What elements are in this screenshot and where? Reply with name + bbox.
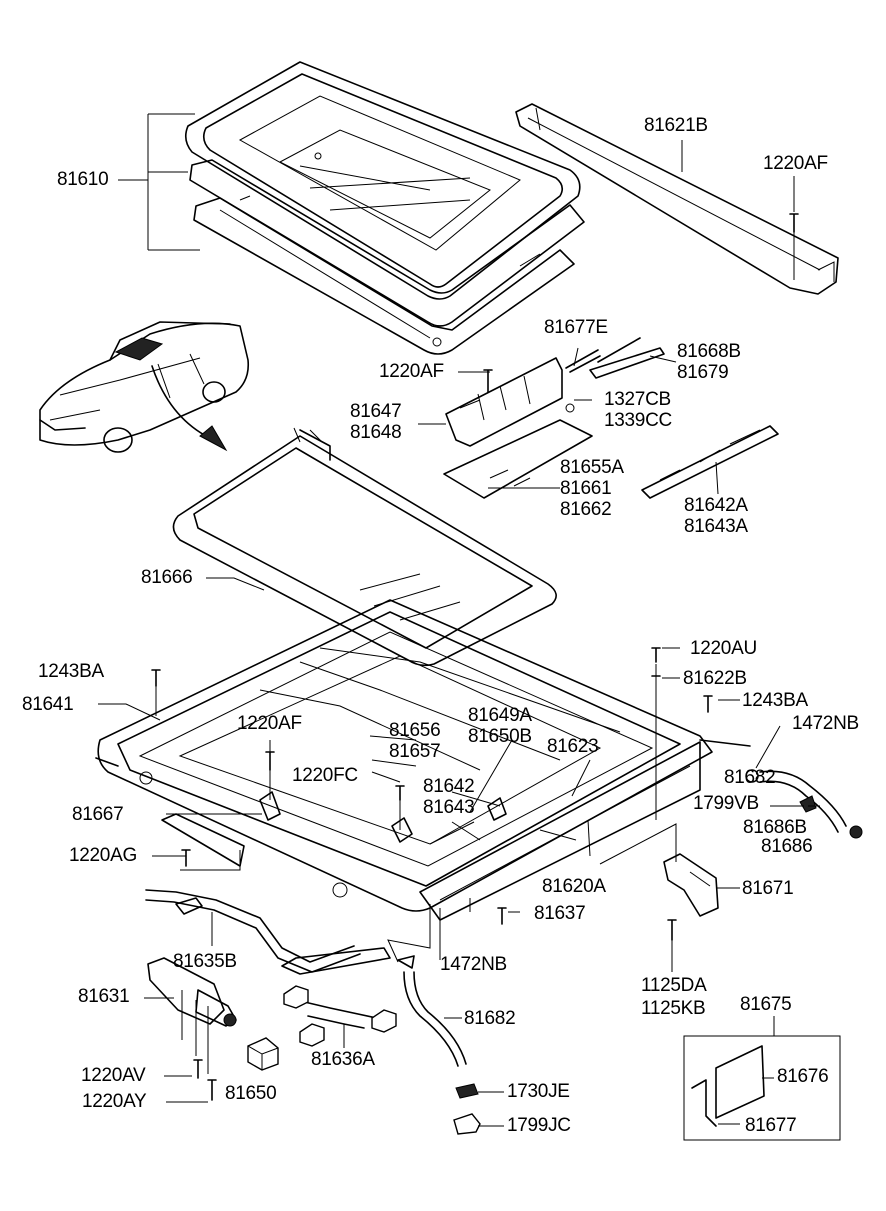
- part-label: 81623: [547, 736, 599, 757]
- part-label: 1220AG: [69, 845, 137, 866]
- part-label: 81636A: [311, 1049, 375, 1070]
- cable-81635b: [145, 889, 391, 975]
- fastener-81637: [497, 907, 507, 925]
- part-label: 81635B: [173, 951, 237, 972]
- fastener-1220au: [651, 647, 680, 820]
- part-label: 1220AV: [81, 1065, 146, 1086]
- part-label: 81682: [724, 767, 776, 788]
- part-label: 81676: [777, 1066, 829, 1087]
- part-label: 81671: [742, 878, 794, 899]
- part-label: 1220AF: [237, 713, 302, 734]
- car-illustration: [39, 321, 250, 453]
- part-label: 81622B: [683, 668, 747, 689]
- part-label: 1243BA: [742, 690, 808, 711]
- part-label: 1339CC: [604, 410, 672, 431]
- part-label: 81610: [57, 169, 109, 190]
- leader-81610: [118, 113, 200, 251]
- screw-1220av: [193, 1059, 203, 1079]
- part-label: 1730JE: [507, 1081, 570, 1102]
- fastener-1243ba-left: [151, 669, 161, 716]
- part-label: 1472NB: [792, 713, 859, 734]
- part-label: 81647: [350, 401, 402, 422]
- glass-panel-assembly: [184, 61, 585, 355]
- arrow-head: [199, 425, 228, 452]
- fastener-1220ag: [181, 849, 191, 867]
- motor-81631: [147, 957, 237, 1074]
- part-label: 1125DA: [641, 975, 707, 996]
- harness-81636a: [283, 985, 397, 1047]
- hose-right: [745, 769, 863, 839]
- part-label: 81675: [740, 994, 792, 1015]
- part-label: 81643A: [684, 516, 748, 537]
- part-label: 81650B: [468, 726, 532, 747]
- frame-81666: [172, 427, 557, 667]
- clip-1472nb: [397, 955, 415, 969]
- fastener-1243ba-right: [703, 695, 740, 713]
- bolt-1220af-top: [789, 176, 799, 280]
- part-label: 81642A: [684, 495, 748, 516]
- fastener-1220fc: [371, 771, 405, 830]
- screw-1220ay: [207, 1079, 217, 1101]
- part-label: 81631: [78, 986, 130, 1007]
- part-label: 81656: [389, 720, 441, 741]
- part-label: 81650: [225, 1083, 277, 1104]
- hose-lower: [403, 971, 467, 1067]
- part-label: 1220AY: [82, 1091, 147, 1112]
- part-label: 1472NB: [440, 954, 507, 975]
- part-label: 81642: [423, 776, 475, 797]
- part-label: 81643: [423, 797, 475, 818]
- part-label: 81648: [350, 422, 402, 443]
- cover-81676: [691, 1045, 765, 1127]
- part-label: 81655A: [560, 457, 624, 478]
- part-label: 1799VB: [693, 793, 759, 814]
- part-label: 1220AU: [690, 638, 757, 659]
- bracket-81671: [663, 853, 719, 941]
- arrow-curve: [151, 365, 215, 441]
- box-81675: [683, 1035, 841, 1141]
- part-label: 81666: [141, 567, 193, 588]
- part-label: 81686B: [743, 817, 807, 838]
- part-label: 81662: [560, 499, 612, 520]
- front-rail-81621b: [515, 103, 839, 295]
- part-label: 81682: [464, 1008, 516, 1029]
- bracket-81647: [443, 337, 665, 499]
- relay-81650: [247, 1037, 279, 1071]
- part-label: 81621B: [644, 115, 708, 136]
- part-label: 81661: [560, 478, 612, 499]
- part-label: 81686: [761, 836, 813, 857]
- part-label: 81637: [534, 903, 586, 924]
- part-label: 1220AF: [379, 361, 444, 382]
- part-label: 81679: [677, 362, 729, 383]
- part-label: 81667: [72, 804, 124, 825]
- part-label: 1327CB: [604, 389, 671, 410]
- fastener-1220af-mid: [265, 740, 275, 800]
- part-label: 81677: [745, 1115, 797, 1136]
- part-label: 81649A: [468, 705, 532, 726]
- part-label: 81657: [389, 741, 441, 762]
- part-label: 81668B: [677, 341, 741, 362]
- part-label: 1220FC: [292, 765, 358, 786]
- part-label: 1799JC: [507, 1115, 571, 1136]
- side-rail-81642a: [641, 425, 779, 499]
- part-label: 1243BA: [38, 661, 104, 682]
- part-label: 1220AF: [763, 153, 828, 174]
- part-label: 81641: [22, 694, 74, 715]
- part-label: 81620A: [542, 876, 606, 897]
- nut-1730je: [455, 1083, 479, 1099]
- part-label: 1125KB: [641, 998, 706, 1019]
- cap-1799jc: [453, 1113, 481, 1135]
- part-label: 81677E: [544, 317, 608, 338]
